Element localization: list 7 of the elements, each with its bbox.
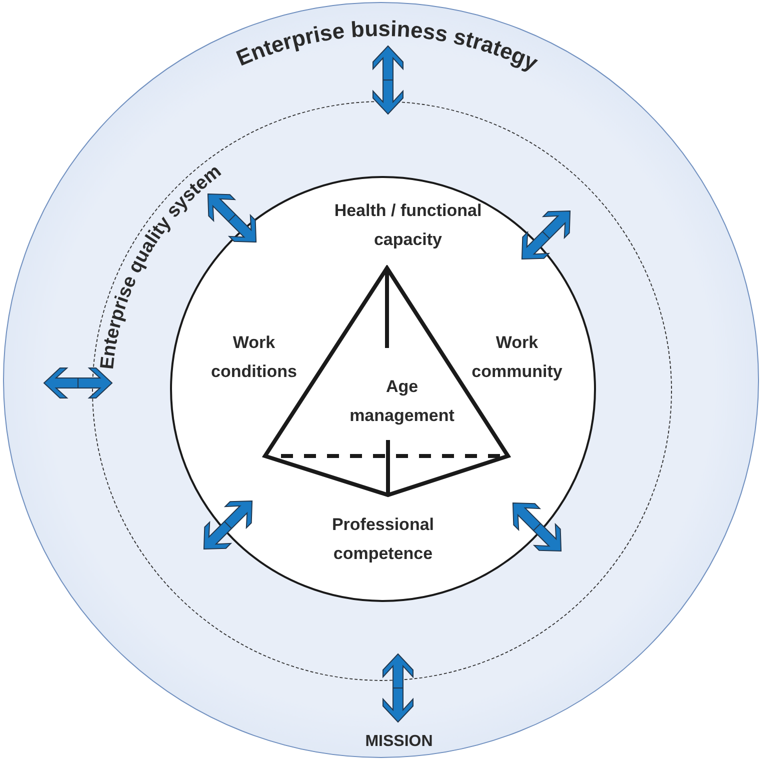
ring-label: MISSION xyxy=(364,732,434,752)
face-label: Professional competence xyxy=(330,514,436,565)
node-label: Age management xyxy=(348,376,456,427)
face-label: Health / functional capacity xyxy=(333,200,483,251)
face-label: Work community xyxy=(470,332,564,383)
face-label: Work conditions xyxy=(210,332,298,383)
dashed-ring xyxy=(92,101,672,681)
